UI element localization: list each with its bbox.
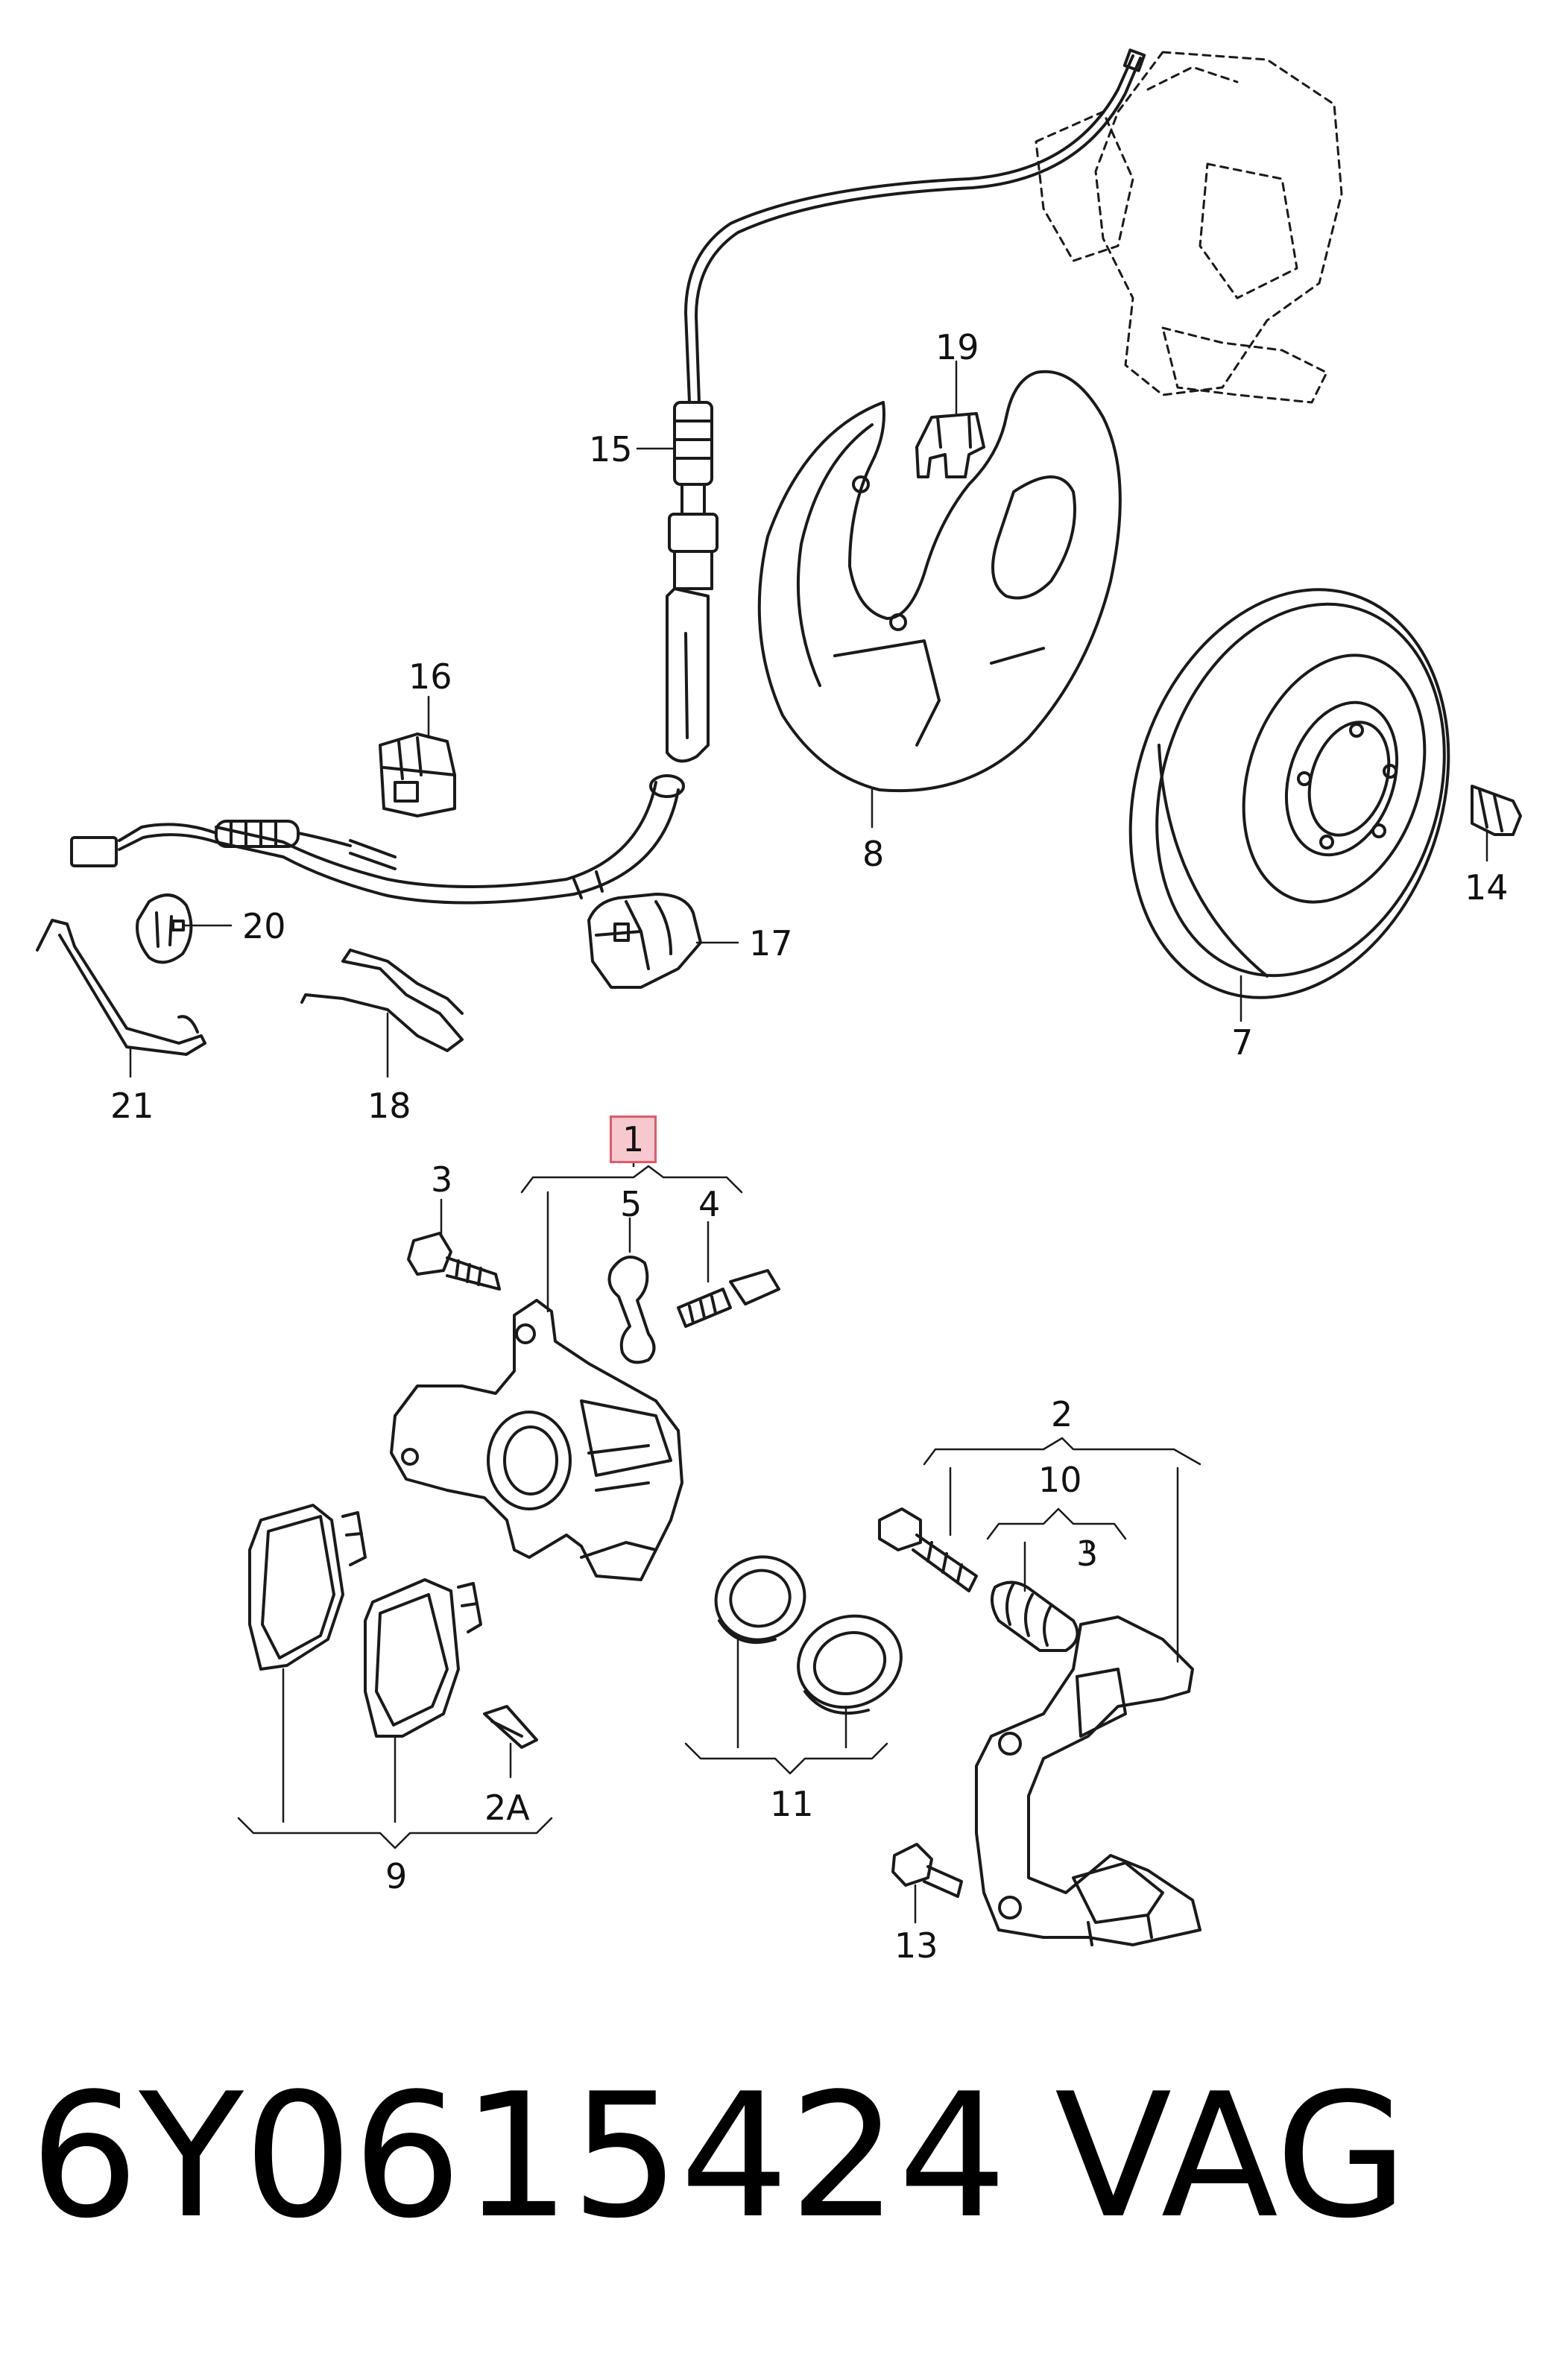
callout-5: 5 <box>620 1184 642 1224</box>
callout-11: 11 <box>770 1784 814 1824</box>
splash-shield <box>757 370 1122 793</box>
brand-name: VAG <box>1055 2057 1409 2256</box>
holder-17 <box>587 893 702 989</box>
callout-21: 21 <box>110 1086 154 1126</box>
brake-hose <box>666 48 1146 763</box>
part-number: 6Y0615424 <box>30 2057 1008 2256</box>
seals-11 <box>714 1555 903 1715</box>
guide-pin-4 <box>677 1269 780 1328</box>
brake-pads <box>248 1504 482 1738</box>
callout-1-highlighted: 1 <box>610 1115 657 1163</box>
shim-2a <box>483 1705 538 1749</box>
leader-lines <box>129 360 1488 1924</box>
callout-20: 20 <box>242 906 286 946</box>
footer: 6Y0615424 VAG <box>30 2072 1528 2265</box>
screw-14 <box>1471 785 1522 836</box>
callout-9: 9 <box>385 1856 408 1896</box>
spring-21 <box>36 919 206 1056</box>
callout-2a: 2A <box>484 1788 530 1828</box>
callout-8: 8 <box>862 834 885 874</box>
bolt-upper-3 <box>407 1232 501 1291</box>
callout-10: 10 <box>1038 1460 1082 1500</box>
wire-harness <box>70 774 685 905</box>
callout-17: 17 <box>749 923 793 963</box>
caliper-body <box>390 1299 683 1581</box>
callout-16: 16 <box>408 656 452 697</box>
phantom-caliper <box>1035 51 1343 404</box>
callout-14: 14 <box>1465 867 1509 908</box>
bushing-10 <box>991 1580 1079 1652</box>
callout-2: 2 <box>1051 1394 1073 1434</box>
clip-19 <box>915 412 985 478</box>
callout-4: 4 <box>698 1184 721 1224</box>
callout-7: 7 <box>1231 1022 1254 1063</box>
callout-13: 13 <box>894 1925 938 1966</box>
callout-15: 15 <box>589 429 633 469</box>
callout-3-upper: 3 <box>431 1159 453 1200</box>
brake-disc <box>1128 588 1450 999</box>
caliper-carrier <box>975 1615 1201 1946</box>
callout-19: 19 <box>935 327 979 367</box>
callout-18: 18 <box>367 1086 411 1126</box>
spring-18 <box>300 949 464 1052</box>
guide-cap-5 <box>607 1256 656 1364</box>
callout-3-lower: 3 <box>1076 1534 1099 1574</box>
bracket-16 <box>379 732 456 817</box>
carrier-bolt-3 <box>878 1507 978 1592</box>
cap-20 <box>136 893 193 964</box>
bolt-13 <box>891 1843 963 1898</box>
